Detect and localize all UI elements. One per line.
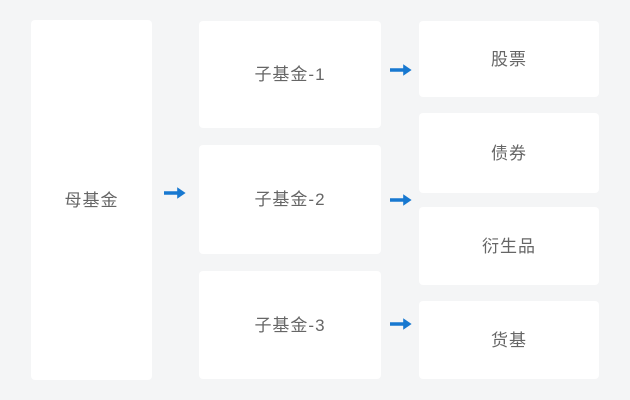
node-asset-derivative[interactable]: 衍生品 bbox=[419, 207, 599, 285]
node-asset-money-fund-label: 货基 bbox=[491, 330, 527, 350]
arrow-right-icon bbox=[390, 192, 412, 208]
node-sub-fund-2-label: 子基金-2 bbox=[254, 190, 326, 209]
node-parent-fund-label: 母基金 bbox=[64, 190, 119, 210]
node-asset-stock-label: 股票 bbox=[491, 49, 527, 69]
node-parent-fund[interactable]: 母基金 bbox=[31, 20, 152, 380]
node-asset-bond-label: 债券 bbox=[491, 143, 527, 163]
node-asset-bond[interactable]: 债券 bbox=[419, 113, 599, 193]
node-asset-stock[interactable]: 股票 bbox=[419, 21, 599, 97]
node-sub-fund-1[interactable]: 子基金-1 bbox=[199, 21, 381, 128]
node-sub-fund-3-label: 子基金-3 bbox=[254, 315, 326, 335]
arrow-right-icon bbox=[164, 185, 186, 201]
arrow-right-icon bbox=[390, 316, 412, 332]
node-sub-fund-1-label: 子基金-1 bbox=[254, 65, 326, 84]
node-asset-derivative-label: 衍生品 bbox=[482, 236, 536, 256]
node-asset-money-fund[interactable]: 货基 bbox=[419, 301, 599, 379]
node-sub-fund-3[interactable]: 子基金-3 bbox=[199, 271, 381, 379]
arrow-right-icon bbox=[390, 62, 412, 78]
node-sub-fund-2[interactable]: 子基金-2 bbox=[199, 145, 381, 254]
